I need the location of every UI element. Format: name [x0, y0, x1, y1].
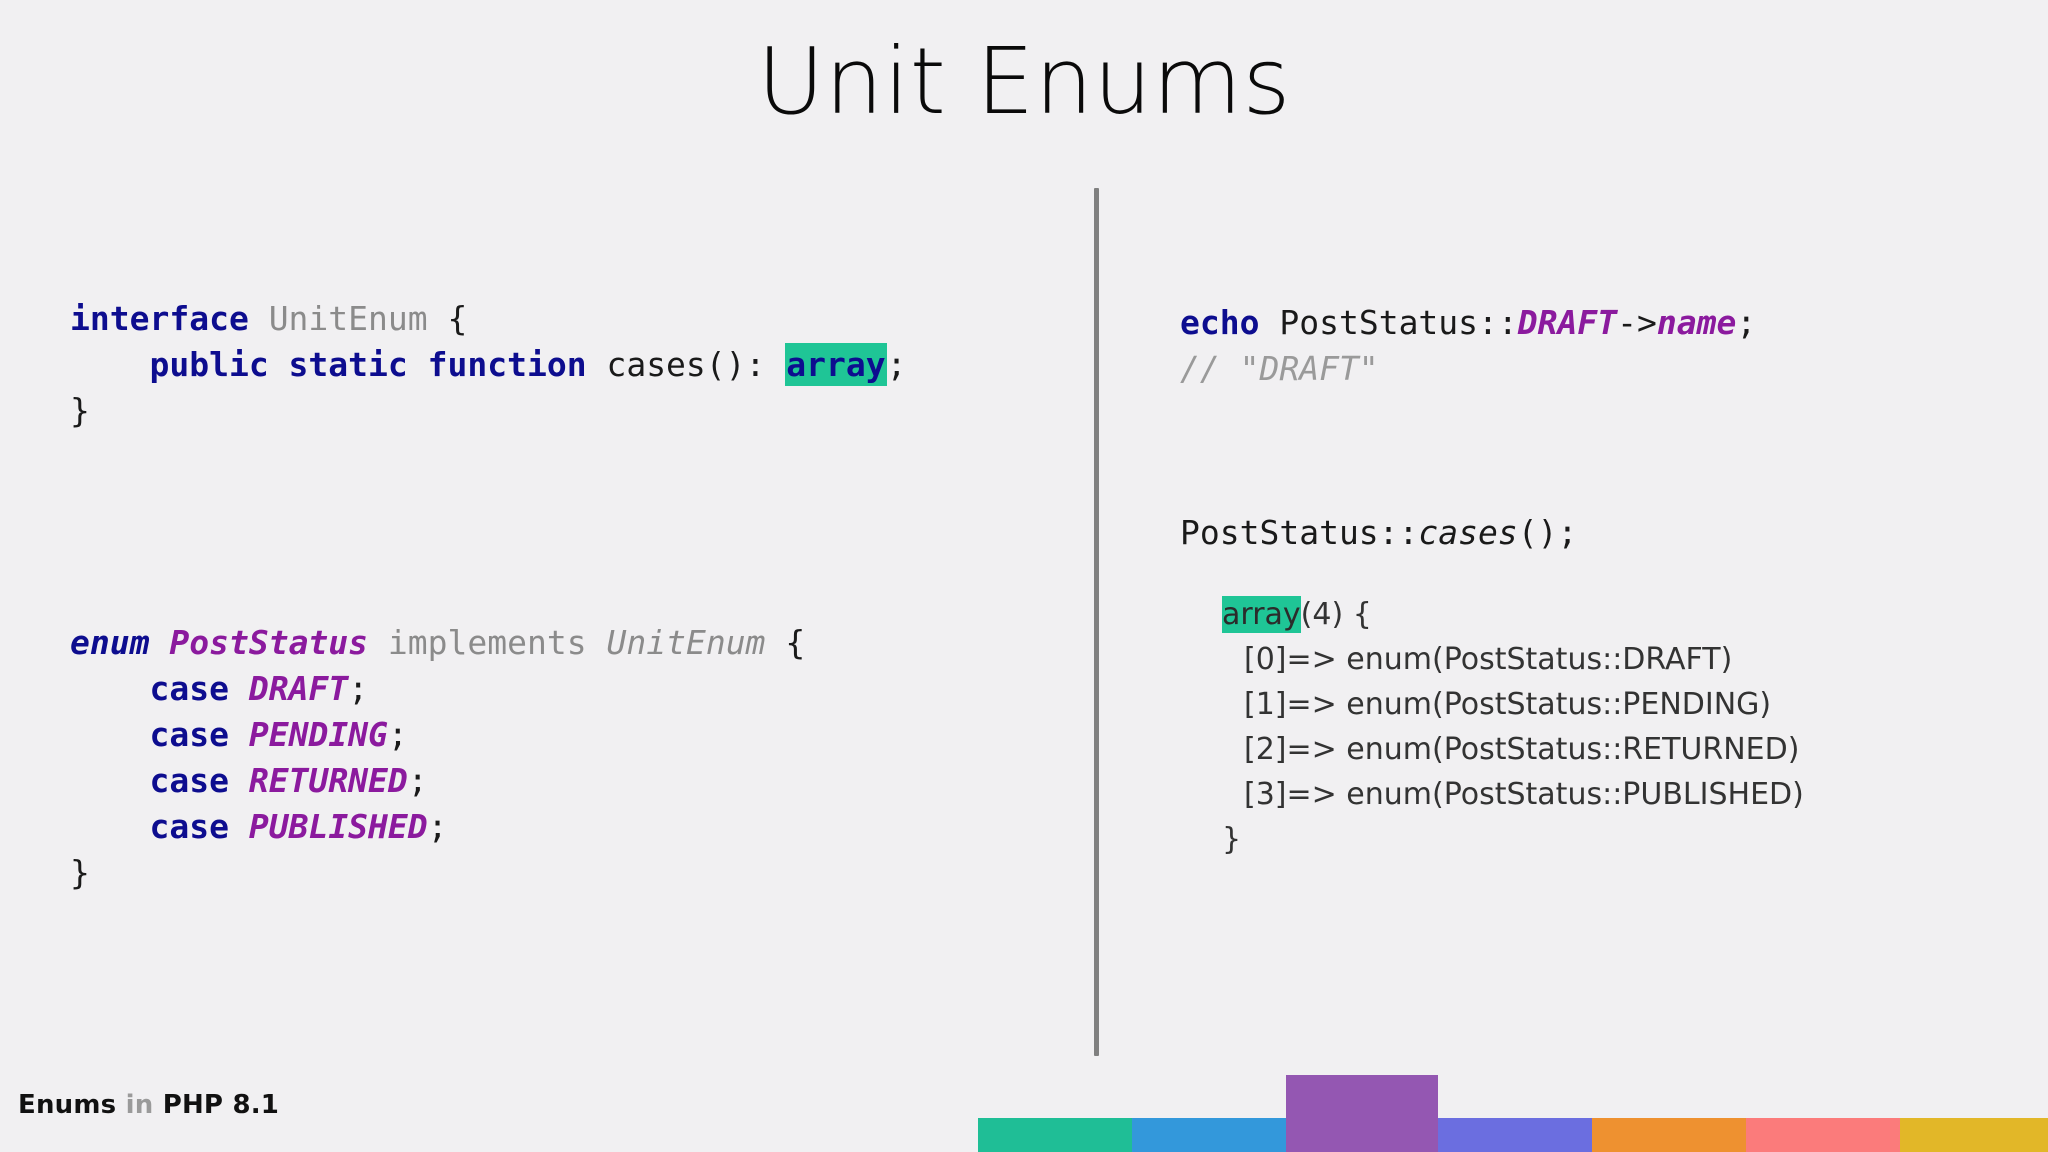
footer-trail: PHP 8.1 — [162, 1090, 280, 1120]
keyword-interface: interface — [70, 299, 249, 338]
semicolon: ; — [886, 345, 907, 384]
keyword-public-static-function: public static function — [149, 345, 587, 384]
property-name: name — [1656, 303, 1737, 342]
code-block-cases-call: PostStatus::cases(); — [1180, 510, 1577, 556]
class-poststatus-ref: PostStatus:: — [1180, 513, 1419, 552]
footer-label: Enums in PHP 8.1 — [18, 1090, 279, 1120]
footer-middle: in — [125, 1090, 154, 1120]
keyword-case: case — [149, 807, 229, 846]
color-block-indigo — [1438, 1118, 1592, 1152]
dump-count: (4) { — [1300, 597, 1372, 632]
interface-unitenum: UnitEnum — [606, 623, 766, 662]
brace-open: { — [447, 299, 468, 338]
keyword-case: case — [149, 761, 229, 800]
dump-close-brace: } — [1222, 822, 1242, 857]
code-block-echo: echo PostStatus::DRAFT->name; // "DRAFT" — [1180, 300, 1756, 392]
brace-close: } — [70, 391, 90, 430]
decorative-color-bar — [978, 1060, 2048, 1152]
call-parens: (); — [1517, 513, 1578, 552]
enum-const-draft: DRAFT — [1517, 303, 1618, 342]
keyword-enum: enum — [70, 623, 150, 662]
brace-open: { — [785, 623, 806, 662]
enum-case-draft: DRAFT — [248, 669, 349, 708]
vertical-divider — [1094, 188, 1099, 1056]
dump-entry-2: [2]=> enum(PostStatus::RETURNED) — [1244, 732, 1800, 767]
semicolon: ; — [1736, 303, 1757, 342]
return-type-array-highlight: array — [785, 343, 887, 386]
comment-draft-output: // "DRAFT" — [1180, 349, 1379, 388]
var-dump-output: array(4) { [0]=> enum(PostStatus::DRAFT)… — [1222, 592, 1804, 862]
dump-entry-1: [1]=> enum(PostStatus::PENDING) — [1244, 687, 1772, 722]
code-block-enum: enum PostStatus implements UnitEnum { ca… — [70, 620, 805, 896]
color-block-blue — [1132, 1118, 1286, 1152]
object-arrow: -> — [1617, 303, 1657, 342]
method-cases: cases() — [606, 345, 746, 384]
method-cases: cases — [1418, 513, 1518, 552]
semicolon: ; — [387, 715, 408, 754]
class-poststatus: PostStatus — [169, 623, 369, 662]
keyword-case: case — [149, 715, 229, 754]
keyword-implements: implements — [387, 623, 587, 662]
semicolon: ; — [407, 761, 428, 800]
enum-case-published: PUBLISHED — [248, 807, 428, 846]
colon: : — [745, 345, 786, 384]
dump-entry-3: [3]=> enum(PostStatus::PUBLISHED) — [1244, 777, 1804, 812]
class-poststatus-ref: PostStatus:: — [1279, 303, 1518, 342]
brace-close: } — [70, 853, 90, 892]
enum-case-returned: RETURNED — [248, 761, 408, 800]
dump-type-array-highlight: array — [1222, 596, 1301, 633]
color-block-pink — [1746, 1118, 1900, 1152]
page-title: Unit Enums — [757, 28, 1291, 135]
semicolon: ; — [348, 669, 369, 708]
color-block-purple — [1286, 1075, 1438, 1152]
color-block-orange — [1592, 1118, 1746, 1152]
footer-lead: Enums — [18, 1090, 117, 1120]
dump-entry-0: [0]=> enum(PostStatus::DRAFT) — [1244, 642, 1733, 677]
code-block-interface: interface UnitEnum { public static funct… — [70, 296, 1050, 434]
color-block-yellow — [1900, 1118, 2048, 1152]
type-unitenum: UnitEnum — [268, 299, 428, 338]
semicolon: ; — [427, 807, 448, 846]
keyword-echo: echo — [1180, 303, 1260, 342]
color-block-teal — [978, 1118, 1132, 1152]
keyword-case: case — [149, 669, 229, 708]
enum-case-pending: PENDING — [248, 715, 388, 754]
